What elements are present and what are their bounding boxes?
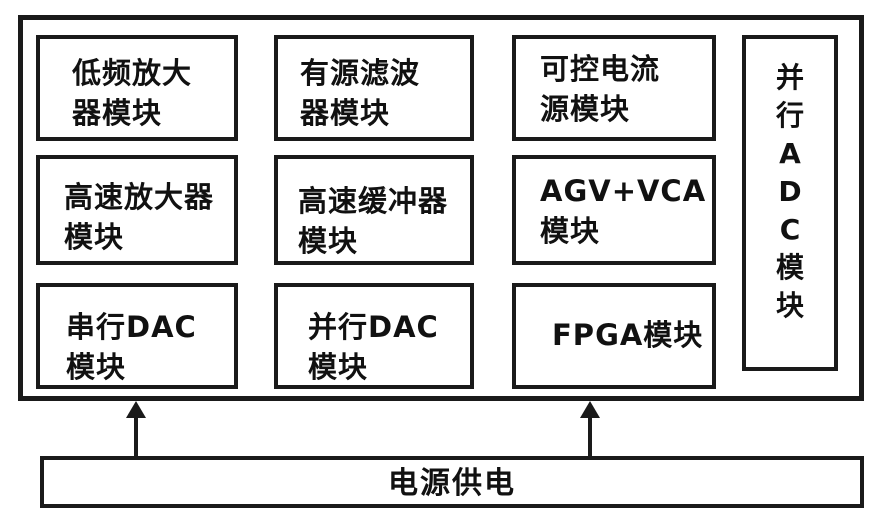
low-freq-amplifier-label: 低频放大 器模块 — [72, 56, 193, 130]
high-speed-buffer-label: 高速缓冲器 模块 — [298, 184, 449, 258]
controlled-current-source-label: 可控电流 源模块 — [540, 52, 661, 126]
serial-dac-module: 串行DAC 模块 — [36, 283, 238, 389]
parallel-adc-module: 并 行 A D C 模 块 — [742, 35, 838, 371]
parallel-dac-module: 并行DAC 模块 — [274, 283, 474, 389]
controlled-current-source-module: 可控电流 源模块 — [512, 35, 716, 141]
system-board — [18, 15, 864, 401]
parallel-adc-label: 并 行 A D C 模 块 — [775, 61, 804, 322]
fpga-module: FPGA模块 — [512, 283, 716, 389]
high-speed-buffer-module: 高速缓冲器 模块 — [274, 155, 474, 265]
parallel-dac-label: 并行DAC 模块 — [308, 310, 439, 384]
low-freq-amplifier-module: 低频放大 器模块 — [36, 35, 238, 141]
high-speed-amplifier-label: 高速放大器 模块 — [64, 180, 215, 254]
fpga-label: FPGA模块 — [552, 318, 704, 352]
active-filter-module: 有源滤波 器模块 — [274, 35, 474, 141]
high-speed-amplifier-module: 高速放大器 模块 — [36, 155, 238, 265]
agc-vca-module: AGV+VCA 模块 — [512, 155, 716, 265]
serial-dac-label: 串行DAC 模块 — [66, 310, 197, 384]
active-filter-label: 有源滤波 器模块 — [300, 56, 421, 130]
agc-vca-label: AGV+VCA 模块 — [540, 174, 707, 248]
power-supply-box: 电源供电 — [40, 456, 864, 508]
power-supply-label: 电源供电 — [388, 466, 516, 501]
power-arrow-right — [580, 401, 600, 456]
power-arrow-left — [126, 401, 146, 456]
